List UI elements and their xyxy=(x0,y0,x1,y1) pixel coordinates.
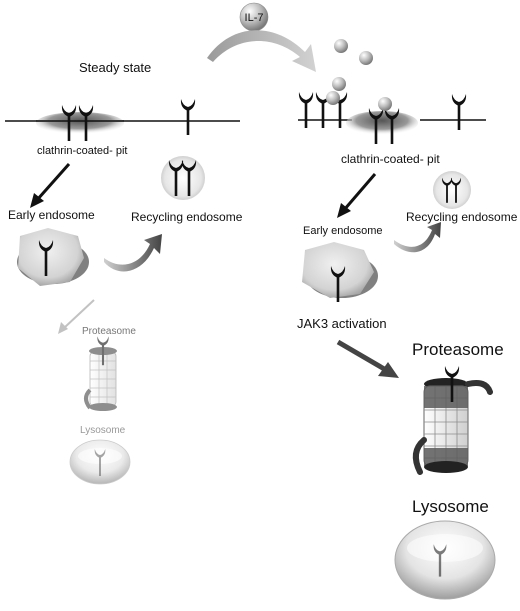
right-recycling-endosome xyxy=(433,171,471,209)
left-lysosome xyxy=(69,439,131,485)
right-pit-label: clathrin-coated- pit xyxy=(341,152,440,166)
il7-ligand-badge: IL-7 xyxy=(239,2,269,32)
right-surface-receptors-bound xyxy=(298,91,348,128)
right-lysosome xyxy=(394,520,496,600)
il7-addition-arrow xyxy=(207,30,316,73)
right-proteasome-label: Proteasome xyxy=(412,340,504,359)
free-il7-spheres xyxy=(332,39,373,91)
il7-label: IL-7 xyxy=(245,12,264,24)
left-early-endosome xyxy=(17,228,89,286)
right-recycling-arrow xyxy=(394,222,441,253)
left-proteasome xyxy=(84,336,117,411)
right-early-endosome-label: Early endosome xyxy=(303,225,383,237)
jak3-activation-label: JAK3 activation xyxy=(297,316,387,331)
steady-state-title: Steady state xyxy=(79,60,151,75)
left-recycling-endosome-label: Recycling endosome xyxy=(131,210,243,224)
right-pit-receptors xyxy=(368,97,400,144)
left-pit-label: clathrin-coated- pit xyxy=(37,145,128,157)
left-early-endosome-label: Early endosome xyxy=(8,208,95,222)
left-recycling-endosome xyxy=(161,156,205,200)
left-proteasome-label: Proteasome xyxy=(82,326,136,337)
right-surface-receptor xyxy=(451,94,467,130)
left-plasma-membrane xyxy=(5,112,240,134)
left-degradation-arrow xyxy=(58,299,95,334)
right-proteasome xyxy=(412,366,493,475)
left-surface-receptor xyxy=(180,99,196,135)
left-lysosome-label: Lysosome xyxy=(80,425,126,436)
right-lysosome-label: Lysosome xyxy=(412,497,489,516)
left-endocytosis-arrow xyxy=(30,163,71,208)
right-early-endosome xyxy=(302,242,378,302)
left-recycling-arrow xyxy=(104,234,162,272)
right-recycling-endosome-label: Recycling endosome xyxy=(406,210,518,224)
right-degradation-arrow xyxy=(336,339,399,378)
right-endocytosis-arrow xyxy=(337,173,377,218)
right-plasma-membrane xyxy=(298,111,486,135)
